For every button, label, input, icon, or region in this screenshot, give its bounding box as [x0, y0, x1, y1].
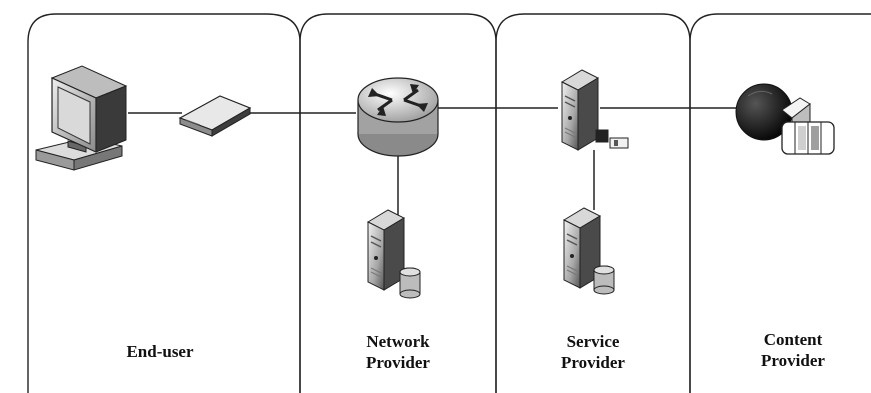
zone-label-end-user: End-user	[60, 341, 260, 362]
zone-label-line: Network	[366, 332, 430, 351]
computer-monitor-icon	[35, 65, 128, 171]
zone-label-line: Content	[763, 330, 823, 349]
service-db-server-icon	[563, 207, 615, 295]
zone-panel-network-provider	[299, 13, 497, 393]
zone-label-content-provider: Content Provider	[718, 329, 868, 371]
zone-label-service-provider: Service Provider	[513, 331, 673, 373]
zone-label-line: End-user	[126, 342, 194, 361]
zone-label-network-provider: Network Provider	[318, 331, 478, 373]
zone-panel-end-user	[27, 13, 301, 393]
zone-panel-service-provider	[495, 13, 691, 393]
zone-panel-content-provider	[689, 13, 871, 393]
service-server-icon	[561, 69, 629, 151]
zone-label-line: Service	[566, 332, 620, 351]
zone-label-line: Provider	[761, 351, 825, 370]
modem-icon	[178, 95, 252, 137]
zone-label-line: Provider	[561, 353, 625, 372]
network-server-icon	[367, 209, 421, 299]
media-content-icon	[735, 83, 835, 155]
zone-label-line: Provider	[366, 353, 430, 372]
router-icon	[357, 77, 439, 157]
